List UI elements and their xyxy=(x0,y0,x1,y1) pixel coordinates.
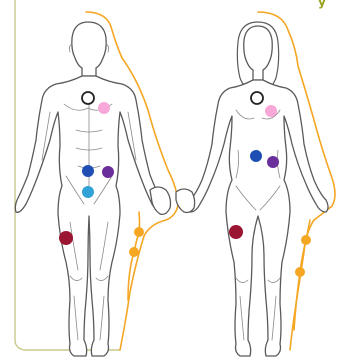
male-heart-ring-marker xyxy=(82,92,94,104)
male-abdomen-right-marker xyxy=(102,166,114,178)
male-body-figure xyxy=(15,12,178,356)
female-abdomen-right-marker xyxy=(267,156,279,168)
male-abdomen-left-marker xyxy=(82,165,94,177)
female-heart-ring-marker xyxy=(251,92,263,104)
female-thigh-marker xyxy=(229,225,243,239)
female-hand-left xyxy=(176,189,195,213)
female-body-figure xyxy=(176,12,335,356)
male-head xyxy=(72,22,106,76)
corner-text: y xyxy=(318,0,326,9)
male-hand-right xyxy=(150,187,171,214)
male-thigh-marker xyxy=(59,231,73,245)
male-groin-marker xyxy=(82,186,94,198)
female-head xyxy=(244,26,273,80)
female-abdomen-left-marker xyxy=(250,150,262,162)
female-body xyxy=(188,80,328,356)
female-chest-right-marker xyxy=(265,105,277,117)
male-chest-right-marker xyxy=(98,102,110,114)
